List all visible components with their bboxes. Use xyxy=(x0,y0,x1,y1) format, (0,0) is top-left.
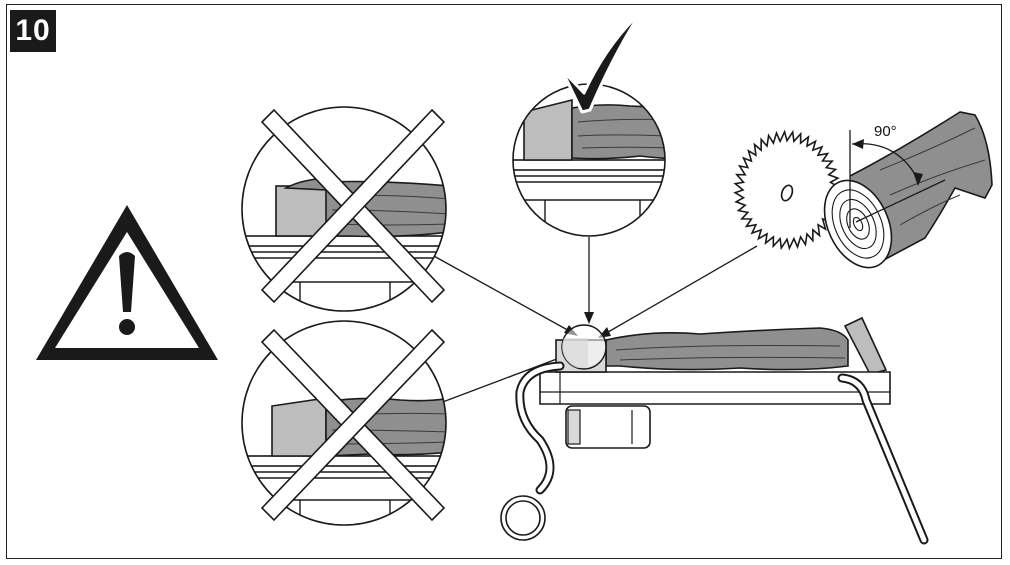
warning-triangle-icon xyxy=(36,205,218,360)
log-cross-section xyxy=(823,111,993,269)
saw-blade-icon xyxy=(733,129,841,251)
figure-frame xyxy=(6,4,1002,559)
log-saw-machine xyxy=(500,316,929,545)
check-mark-icon xyxy=(560,10,643,114)
angle-indicator xyxy=(849,130,946,228)
correct-position-detail xyxy=(512,83,666,237)
angle-label: 90° xyxy=(874,123,897,140)
cross-mark-icon xyxy=(260,108,446,304)
cross-mark-icon xyxy=(260,328,446,522)
figure-number-badge: 10 xyxy=(10,10,56,52)
callout-lines xyxy=(431,237,758,404)
